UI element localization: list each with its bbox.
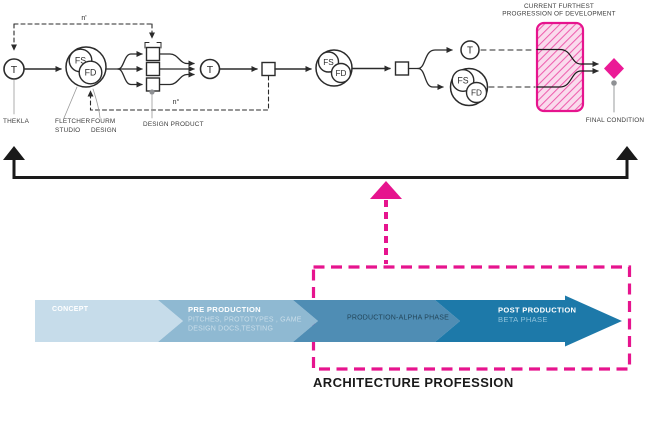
thekla-node-1-letter: T [11, 64, 18, 76]
fourm-label-2: DESIGN [91, 127, 117, 134]
cluster3-fs-label: FS [457, 76, 468, 86]
n-degree-label: n° [173, 98, 180, 106]
design-product-square-2 [145, 61, 161, 77]
product-bracket [144, 42, 162, 49]
phase-postproduction-arrow [435, 295, 622, 347]
final-condition-dot [611, 80, 617, 86]
final-condition-diamond [604, 58, 624, 79]
design-product-square-3 [145, 77, 161, 92]
phase-preproduction-title: PRE PRODUCTION [188, 305, 261, 314]
architecture-profession-label: ARCHITECTURE PROFESSION [313, 375, 514, 390]
leader-lines [13, 79, 153, 119]
fletcher-label-2: STUDIO [55, 127, 80, 134]
phase-concept-title: CONCEPT [52, 306, 89, 313]
fsfd-cluster-1 [65, 46, 107, 88]
n-prime-loop [11, 23, 155, 51]
design-product-dot [149, 89, 155, 95]
dashed-progress-lines [480, 49, 536, 88]
milestone-square-2 [261, 61, 276, 77]
span-bracket-right-arrow [616, 146, 638, 160]
cluster1-fs-label: FS [75, 56, 86, 66]
fsfd-cluster-3 [449, 67, 489, 107]
current-furthest-label-1: CURRENT FURTHEST [524, 3, 594, 10]
design-product-squares [145, 46, 161, 92]
progression-exit-lines [536, 48, 599, 88]
top-flow: n' T FS FD [3, 3, 644, 134]
design-product-square-1 [145, 46, 161, 62]
pink-up-arrowhead [370, 181, 402, 199]
cluster3-fd-label: FD [471, 89, 482, 98]
current-furthest-label-2: PROGRESSION OF DEVELOPMENT [502, 11, 616, 18]
cluster2-fd-label: FD [336, 69, 347, 78]
fsfd-cluster-2 [315, 49, 353, 87]
phase-concept-chevron [35, 300, 183, 342]
phase-preproduction-sub1: PITCHES, PROTOTYPES , GAME [188, 317, 302, 324]
span-bracket-left-arrow [3, 146, 25, 160]
thekla-node-2-letter: T [207, 64, 214, 76]
design-product-label: DESIGN PRODUCT [143, 121, 204, 128]
current-progression-region [535, 21, 585, 113]
pink-focus-link [311, 181, 632, 371]
fletcher-label-1: FLETCHER [55, 118, 91, 125]
architecture-focus-rect [311, 265, 632, 371]
final-condition-label: FINAL CONDITION [586, 117, 645, 124]
milestone-square-3 [394, 61, 410, 76]
converge-lines [159, 53, 195, 86]
thekla-label: THEKLA [3, 118, 30, 125]
fourm-label-1: FOURM [91, 118, 115, 125]
phase-preproduction-chevron [158, 300, 318, 342]
phase-production-chevron [293, 300, 460, 342]
phase-postproduction-sub: BETA PHASE [498, 315, 548, 324]
n-degree-loop [87, 75, 270, 111]
phase-production-title: PRODUCTION-ALPHA PHASE [347, 315, 449, 322]
phase-preproduction-sub2: DESIGN DOCS,TESTING [188, 326, 273, 333]
thekla-node-3-letter: T [467, 46, 473, 57]
cluster1-fd-label: FD [85, 68, 97, 78]
fork-lines [407, 47, 453, 90]
cluster2-fs-label: FS [323, 58, 334, 67]
fan-out-lines [105, 51, 143, 88]
n-prime-label: n' [81, 15, 86, 22]
phase-postproduction-title: POST PRODUCTION [498, 306, 576, 315]
thekla-node-3 [460, 40, 480, 60]
timeline: CONCEPT PRE PRODUCTION PITCHES, PROTOTYP… [35, 295, 622, 390]
span-bracket [3, 146, 638, 179]
thekla-node-1 [3, 58, 25, 80]
